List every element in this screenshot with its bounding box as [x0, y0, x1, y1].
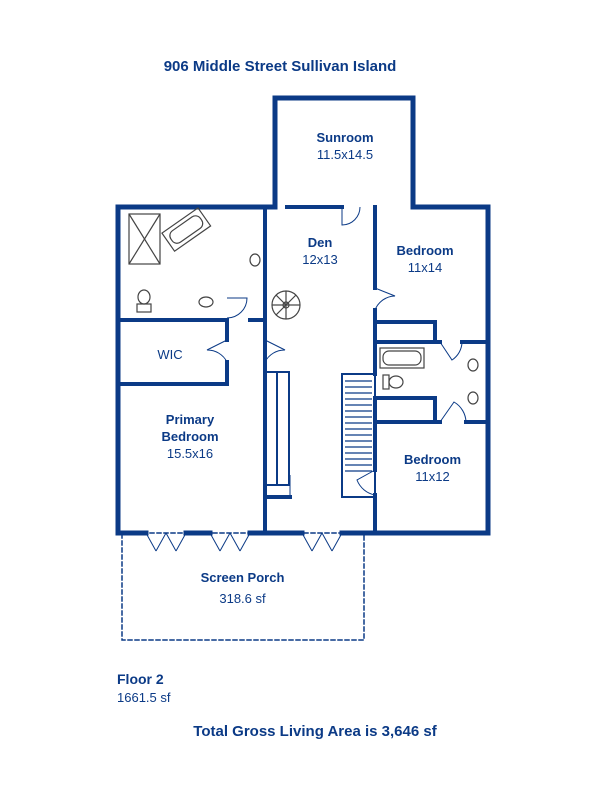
tub-icon [161, 207, 212, 253]
room-area: 318.6 sf [219, 591, 266, 606]
room-bedroom: Bedroom 11x14 [380, 242, 470, 276]
screen-porch-outline [121, 532, 365, 641]
room-dims: 12x13 [302, 252, 338, 267]
closet-outlines [264, 371, 376, 498]
room-name: WIC [157, 347, 183, 362]
room-name: Primary [165, 412, 215, 427]
door-swings [145, 206, 467, 552]
room-screen-porch: Screen Porch [170, 569, 315, 586]
plan-title: 906 Middle Street Sullivan Island [163, 58, 397, 75]
tub-icon [379, 347, 425, 369]
room-dims: 11.5x14.5 [316, 147, 374, 162]
sink-icon [198, 296, 214, 308]
room-dims: 11x12 [415, 469, 450, 484]
spiral-stair-icon [271, 290, 301, 320]
sink-icon [467, 391, 479, 405]
floor-area: 1661.5 sf [117, 690, 171, 705]
room-dims: 15.5x16 [166, 446, 214, 461]
room-name: Bedroom [161, 429, 219, 444]
room-primary-bedroom: Primary Bedroom 15.5x16 [130, 411, 250, 462]
sink-icon [249, 253, 261, 267]
toilet-icon [382, 374, 404, 390]
room-name: Bedroom [403, 452, 462, 467]
room-bedroom: Bedroom 11x12 [385, 451, 480, 485]
room-name: Sunroom [316, 130, 374, 145]
room-name: Den [307, 235, 333, 250]
total-living-area: Total Gross Living Area is 3,646 sf [193, 723, 437, 740]
sink-icon [467, 358, 479, 372]
toilet-icon [136, 289, 152, 313]
room-wic: WIC [140, 346, 200, 363]
room-sunroom: Sunroom 11.5x14.5 [290, 129, 400, 163]
stairs [345, 380, 372, 472]
shower-icon [128, 213, 161, 265]
room-dims: 11x14 [407, 260, 443, 275]
floor-name: Floor 2 [117, 671, 164, 687]
room-name: Bedroom [396, 243, 454, 258]
room-den: Den 12x13 [270, 234, 370, 268]
room-name: Screen Porch [200, 570, 285, 585]
